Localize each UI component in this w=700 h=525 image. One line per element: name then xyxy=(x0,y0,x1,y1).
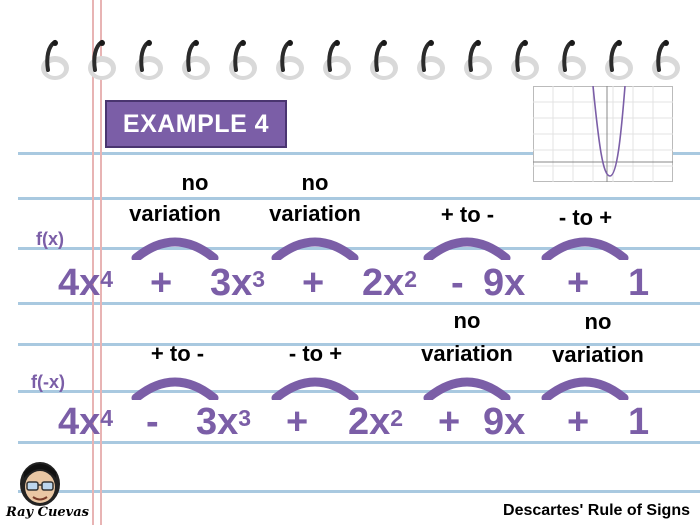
term: 1 xyxy=(628,262,650,304)
term: 2x2 xyxy=(362,262,418,304)
note-line: - to + xyxy=(288,341,343,366)
term: 3x3 xyxy=(210,262,266,304)
ruled-line xyxy=(18,390,700,393)
notebook-paper xyxy=(18,0,700,525)
operator: + xyxy=(567,401,590,443)
sign-arc xyxy=(271,237,359,260)
spiral-ring-icon xyxy=(323,40,351,80)
spiral-ring-icon xyxy=(229,40,257,80)
operator: + xyxy=(286,401,309,443)
operator: - xyxy=(451,262,464,304)
note-line: variation xyxy=(552,342,644,367)
parabola-graph-icon xyxy=(533,86,673,182)
term: 1 xyxy=(628,401,650,443)
sign-arc xyxy=(131,237,219,260)
note-line: no xyxy=(453,308,481,333)
term: 4x4 xyxy=(58,262,114,304)
margin-line xyxy=(100,0,102,525)
spiral-ring-icon xyxy=(558,40,586,80)
sign-arc xyxy=(423,237,511,260)
operator: + xyxy=(438,401,461,443)
avatar-icon xyxy=(20,462,60,506)
operator: + xyxy=(302,262,325,304)
spiral-ring-icon xyxy=(135,40,163,80)
sign-arc xyxy=(271,377,359,400)
signature: Ray Cuevas xyxy=(6,505,89,520)
ruled-line xyxy=(18,302,700,305)
term: 2x2 xyxy=(348,401,404,443)
spiral-ring-icon xyxy=(276,40,304,80)
spiral-ring-icon xyxy=(370,40,398,80)
ruled-line xyxy=(18,247,700,250)
note-line: no xyxy=(584,309,612,334)
sign-arc xyxy=(423,377,511,400)
spiral-ring-icon xyxy=(511,40,539,80)
ruled-line xyxy=(18,343,700,346)
fx-label: f(x) xyxy=(36,229,64,249)
spiral-ring-icon xyxy=(605,40,633,80)
spiral-ring-icon xyxy=(417,40,445,80)
note-line: variation xyxy=(421,341,513,366)
ruled-line xyxy=(18,441,700,444)
note-line: - to + xyxy=(558,205,613,230)
note-line: no xyxy=(181,170,209,195)
term: 9x xyxy=(483,262,526,304)
ruled-line xyxy=(18,197,700,200)
note-line: variation xyxy=(269,201,361,226)
operator: + xyxy=(567,262,590,304)
ruled-line xyxy=(18,152,700,155)
sign-arc xyxy=(541,377,629,400)
note-line: no xyxy=(301,170,329,195)
term: 9x xyxy=(483,401,526,443)
sign-arc xyxy=(131,377,219,400)
operator: - xyxy=(146,401,159,443)
spiral-ring-icon xyxy=(182,40,210,80)
margin-line xyxy=(92,0,94,525)
term: 3x3 xyxy=(196,401,252,443)
note-line: variation xyxy=(129,201,221,226)
spiral-ring-icon xyxy=(652,40,680,80)
example-badge: EXAMPLE 4 xyxy=(105,100,287,148)
ruled-line xyxy=(18,490,700,493)
spiral-ring-icon xyxy=(41,40,69,80)
operator: + xyxy=(150,262,173,304)
f-neg-x-label: f(-x) xyxy=(31,372,65,392)
spiral-ring-icon xyxy=(464,40,492,80)
sign-arc xyxy=(541,237,629,260)
footer-title: Descartes' Rule of Signs xyxy=(503,502,690,519)
note-line: + to - xyxy=(440,202,495,227)
term: 4x4 xyxy=(58,401,114,443)
spiral-ring-icon xyxy=(88,40,116,80)
note-line: + to - xyxy=(150,341,205,366)
